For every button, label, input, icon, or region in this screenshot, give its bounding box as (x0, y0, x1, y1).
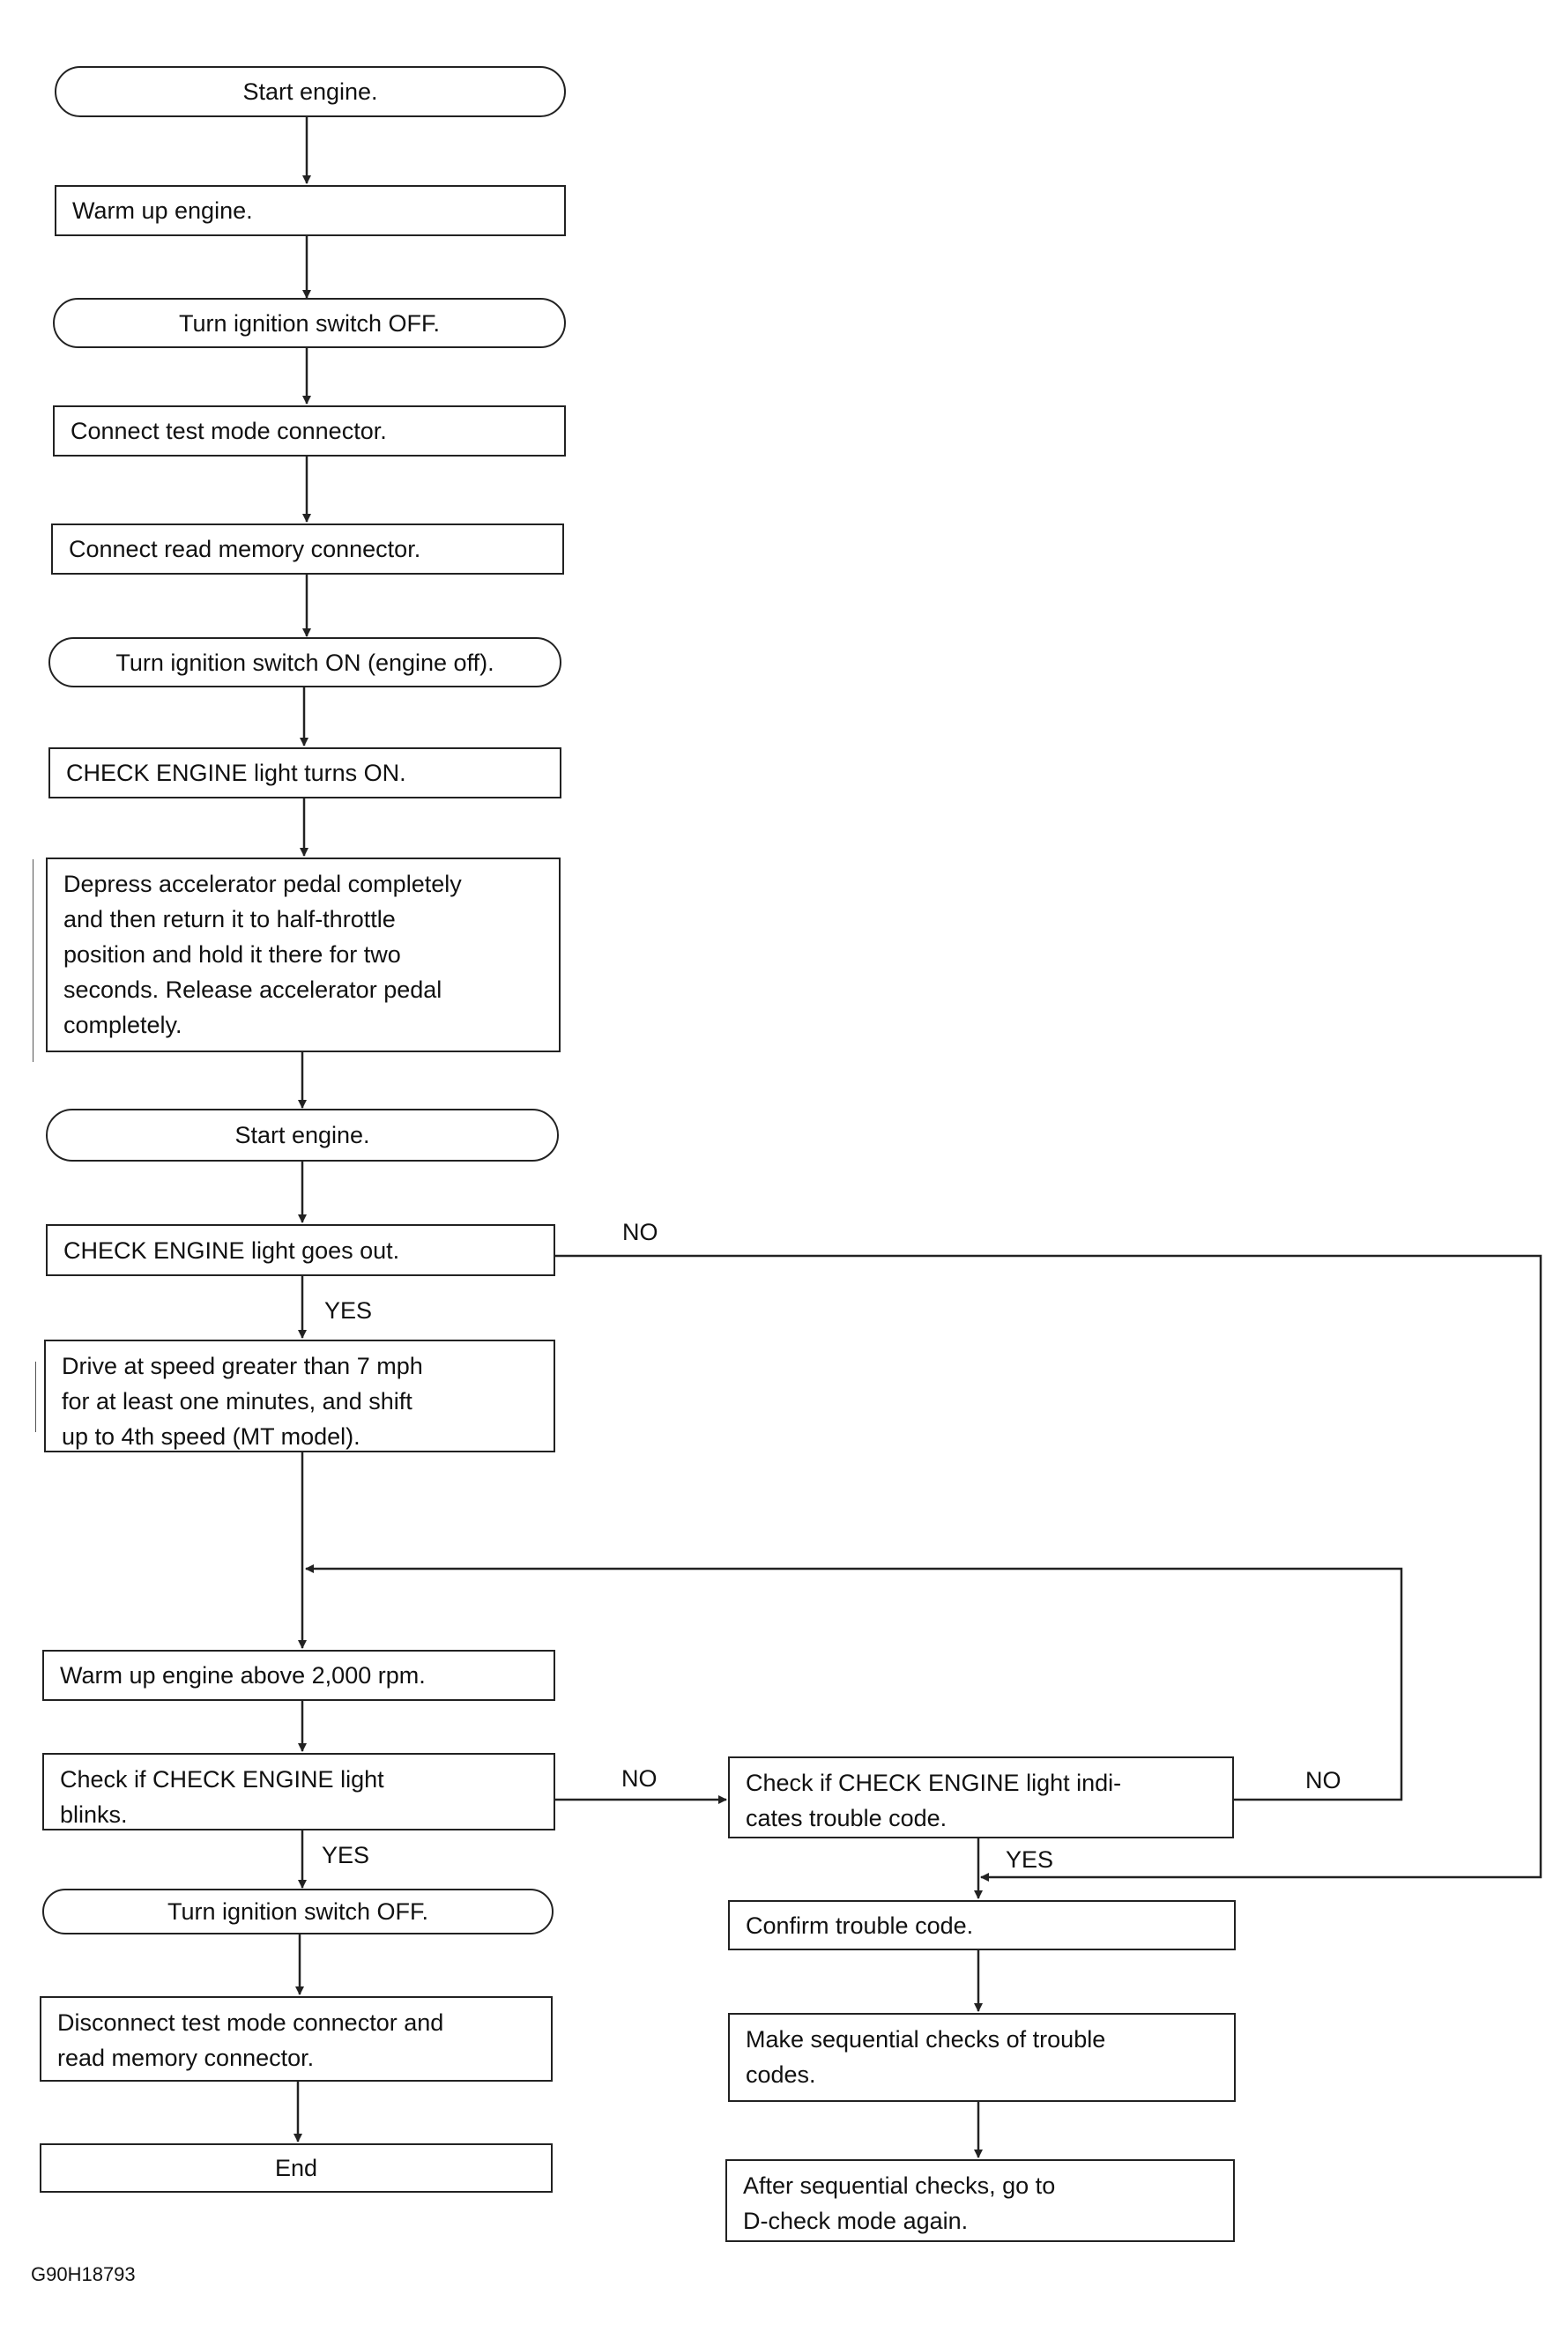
label-no-light-goes-out: NO (622, 1219, 658, 1245)
arrow-codecheck-no-loop (305, 1564, 1403, 1801)
step-end: End (40, 2143, 553, 2193)
step-start-engine-2: Start engine. (46, 1109, 559, 1162)
step-turn-ignition-off-2: Turn ignition switch OFF. (42, 1889, 554, 1934)
step-confirm-trouble-code: Confirm trouble code. (728, 1900, 1236, 1950)
step-start-engine: Start engine. (55, 66, 566, 117)
decision-light-blinks: Check if CHECK ENGINE light blinks. (42, 1753, 555, 1830)
decision-light-goes-out: CHECK ENGINE light goes out. (46, 1224, 555, 1276)
step-connect-read-memory: Connect read memory connector. (51, 523, 564, 575)
step-turn-ignition-on: Turn ignition switch ON (engine off). (48, 637, 561, 687)
label-no-code: NO (1305, 1767, 1341, 1793)
label-yes-light-goes-out: YES (324, 1297, 373, 1324)
step-after-sequential-checks: After sequential checks, go to D-check m… (725, 2159, 1235, 2242)
label-yes-blinks: YES (322, 1842, 370, 1868)
figure-id: G90H18793 (31, 2263, 136, 2285)
step-warm-up-engine: Warm up engine. (55, 185, 566, 236)
step-connect-test-mode: Connect test mode connector. (53, 405, 566, 457)
step-drive-speed: Drive at speed greater than 7 mph for at… (44, 1340, 555, 1452)
decision-light-indicates-code: Check if CHECK ENGINE light indi- cates … (728, 1756, 1234, 1838)
step-check-engine-light-on: CHECK ENGINE light turns ON. (48, 747, 561, 798)
step-sequential-checks: Make sequential checks of trouble codes. (728, 2013, 1236, 2102)
step-disconnect-connectors: Disconnect test mode connector and read … (40, 1996, 553, 2082)
arrow-lightout-no-to-confirm (555, 1254, 1542, 1882)
step-depress-pedal: Depress accelerator pedal completely and… (46, 858, 561, 1052)
revision-bar (35, 1362, 36, 1432)
label-no-blinks: NO (621, 1765, 658, 1792)
label-yes-code: YES (1006, 1846, 1054, 1873)
step-turn-ignition-off: Turn ignition switch OFF. (53, 298, 566, 348)
step-warm-up-2000rpm: Warm up engine above 2,000 rpm. (42, 1650, 555, 1701)
